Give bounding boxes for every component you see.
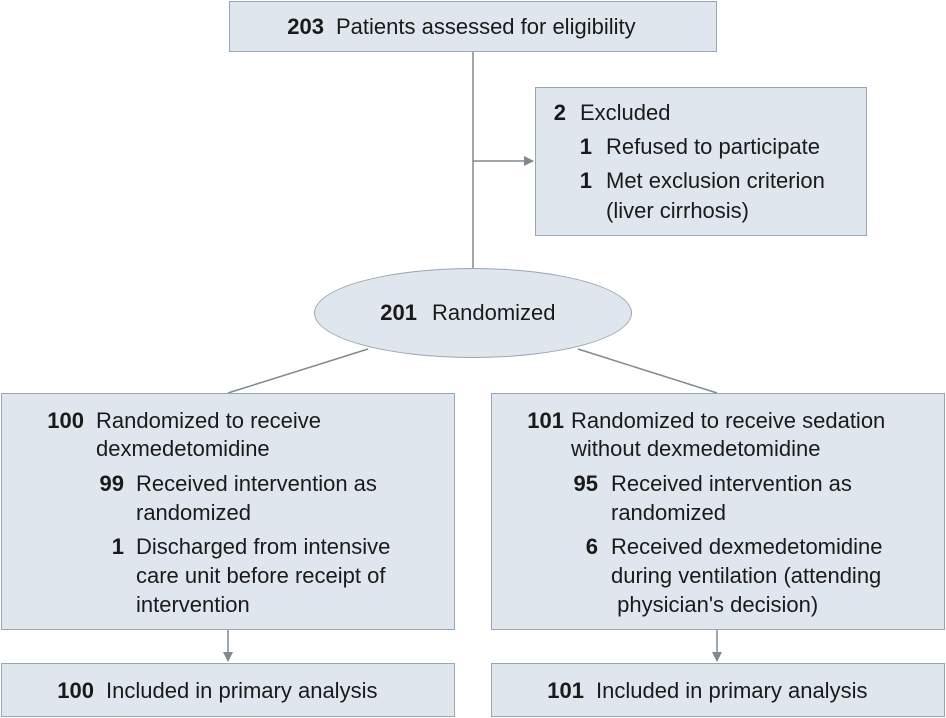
dexmedetomidine-analysis-box: 100 Included in primary analysis <box>1 663 455 717</box>
arm-item-count: 6 <box>585 534 598 559</box>
arm-item-count: 99 <box>99 471 124 496</box>
no-dexmedetomidine-arm-box: 101 Randomized to receive sedation witho… <box>491 393 945 630</box>
arm-item-label: care unit before receipt of <box>136 563 386 588</box>
arm-item-label: randomized <box>611 500 726 525</box>
arm-item-count: 95 <box>573 471 598 496</box>
analysis-label: Included in primary analysis <box>596 678 868 703</box>
excluded-item-label: Met exclusion criterion <box>606 168 825 193</box>
arm-item-label: Received dexmedetomidine <box>611 534 883 559</box>
arm-label: Randomized to receive <box>96 408 322 433</box>
excluded-item-count: 1 <box>579 134 592 159</box>
randomized-label: Randomized <box>432 300 556 325</box>
excluded-item-label: Refused to participate <box>606 134 821 159</box>
arm-item-label: randomized <box>136 500 251 525</box>
arm-label: Randomized to receive sedation <box>571 408 886 433</box>
analysis-count: 100 <box>57 678 94 703</box>
arm-count: 101 <box>527 408 564 433</box>
excluded-item-label: (liver cirrhosis) <box>606 198 749 223</box>
arm-label: dexmedetomidine <box>96 436 270 461</box>
no-dexmedetomidine-analysis-box: 101 Included in primary analysis <box>491 663 945 717</box>
excluded-count: 2 <box>553 100 566 125</box>
randomized-count: 201 <box>380 300 417 325</box>
dexmedetomidine-arm-box: 100 Randomized to receive dexmedetomidin… <box>1 393 455 630</box>
analysis-count: 101 <box>547 678 584 703</box>
arm-item-label: physician's decision) <box>611 592 819 617</box>
arm-item-count: 1 <box>111 534 124 559</box>
arm-label: without dexmedetomidine <box>571 436 821 461</box>
connector-randomized-to-right-arm <box>577 348 718 394</box>
arm-item-label: during ventilation (attending <box>611 563 882 588</box>
arm-item-label: intervention <box>136 592 250 617</box>
arm-item-label: Received intervention as <box>136 471 377 496</box>
assessed-label: Patients assessed for eligibility <box>336 14 636 39</box>
connector-randomized-to-left-arm <box>227 348 369 394</box>
excluded-label: Excluded <box>580 100 671 125</box>
arm-count: 100 <box>47 408 84 433</box>
analysis-label: Included in primary analysis <box>106 678 378 703</box>
assessed-box: 203 Patients assessed for eligibility <box>229 1 717 52</box>
assessed-count: 203 <box>287 14 324 39</box>
excluded-item-count: 1 <box>579 168 592 193</box>
arm-item-label: Discharged from intensive <box>136 534 391 559</box>
arm-item-label: Received intervention as <box>611 471 852 496</box>
randomized-node: 201 Randomized <box>314 268 632 358</box>
excluded-box: 2 Excluded 1 Refused to participate 1 Me… <box>535 87 867 236</box>
